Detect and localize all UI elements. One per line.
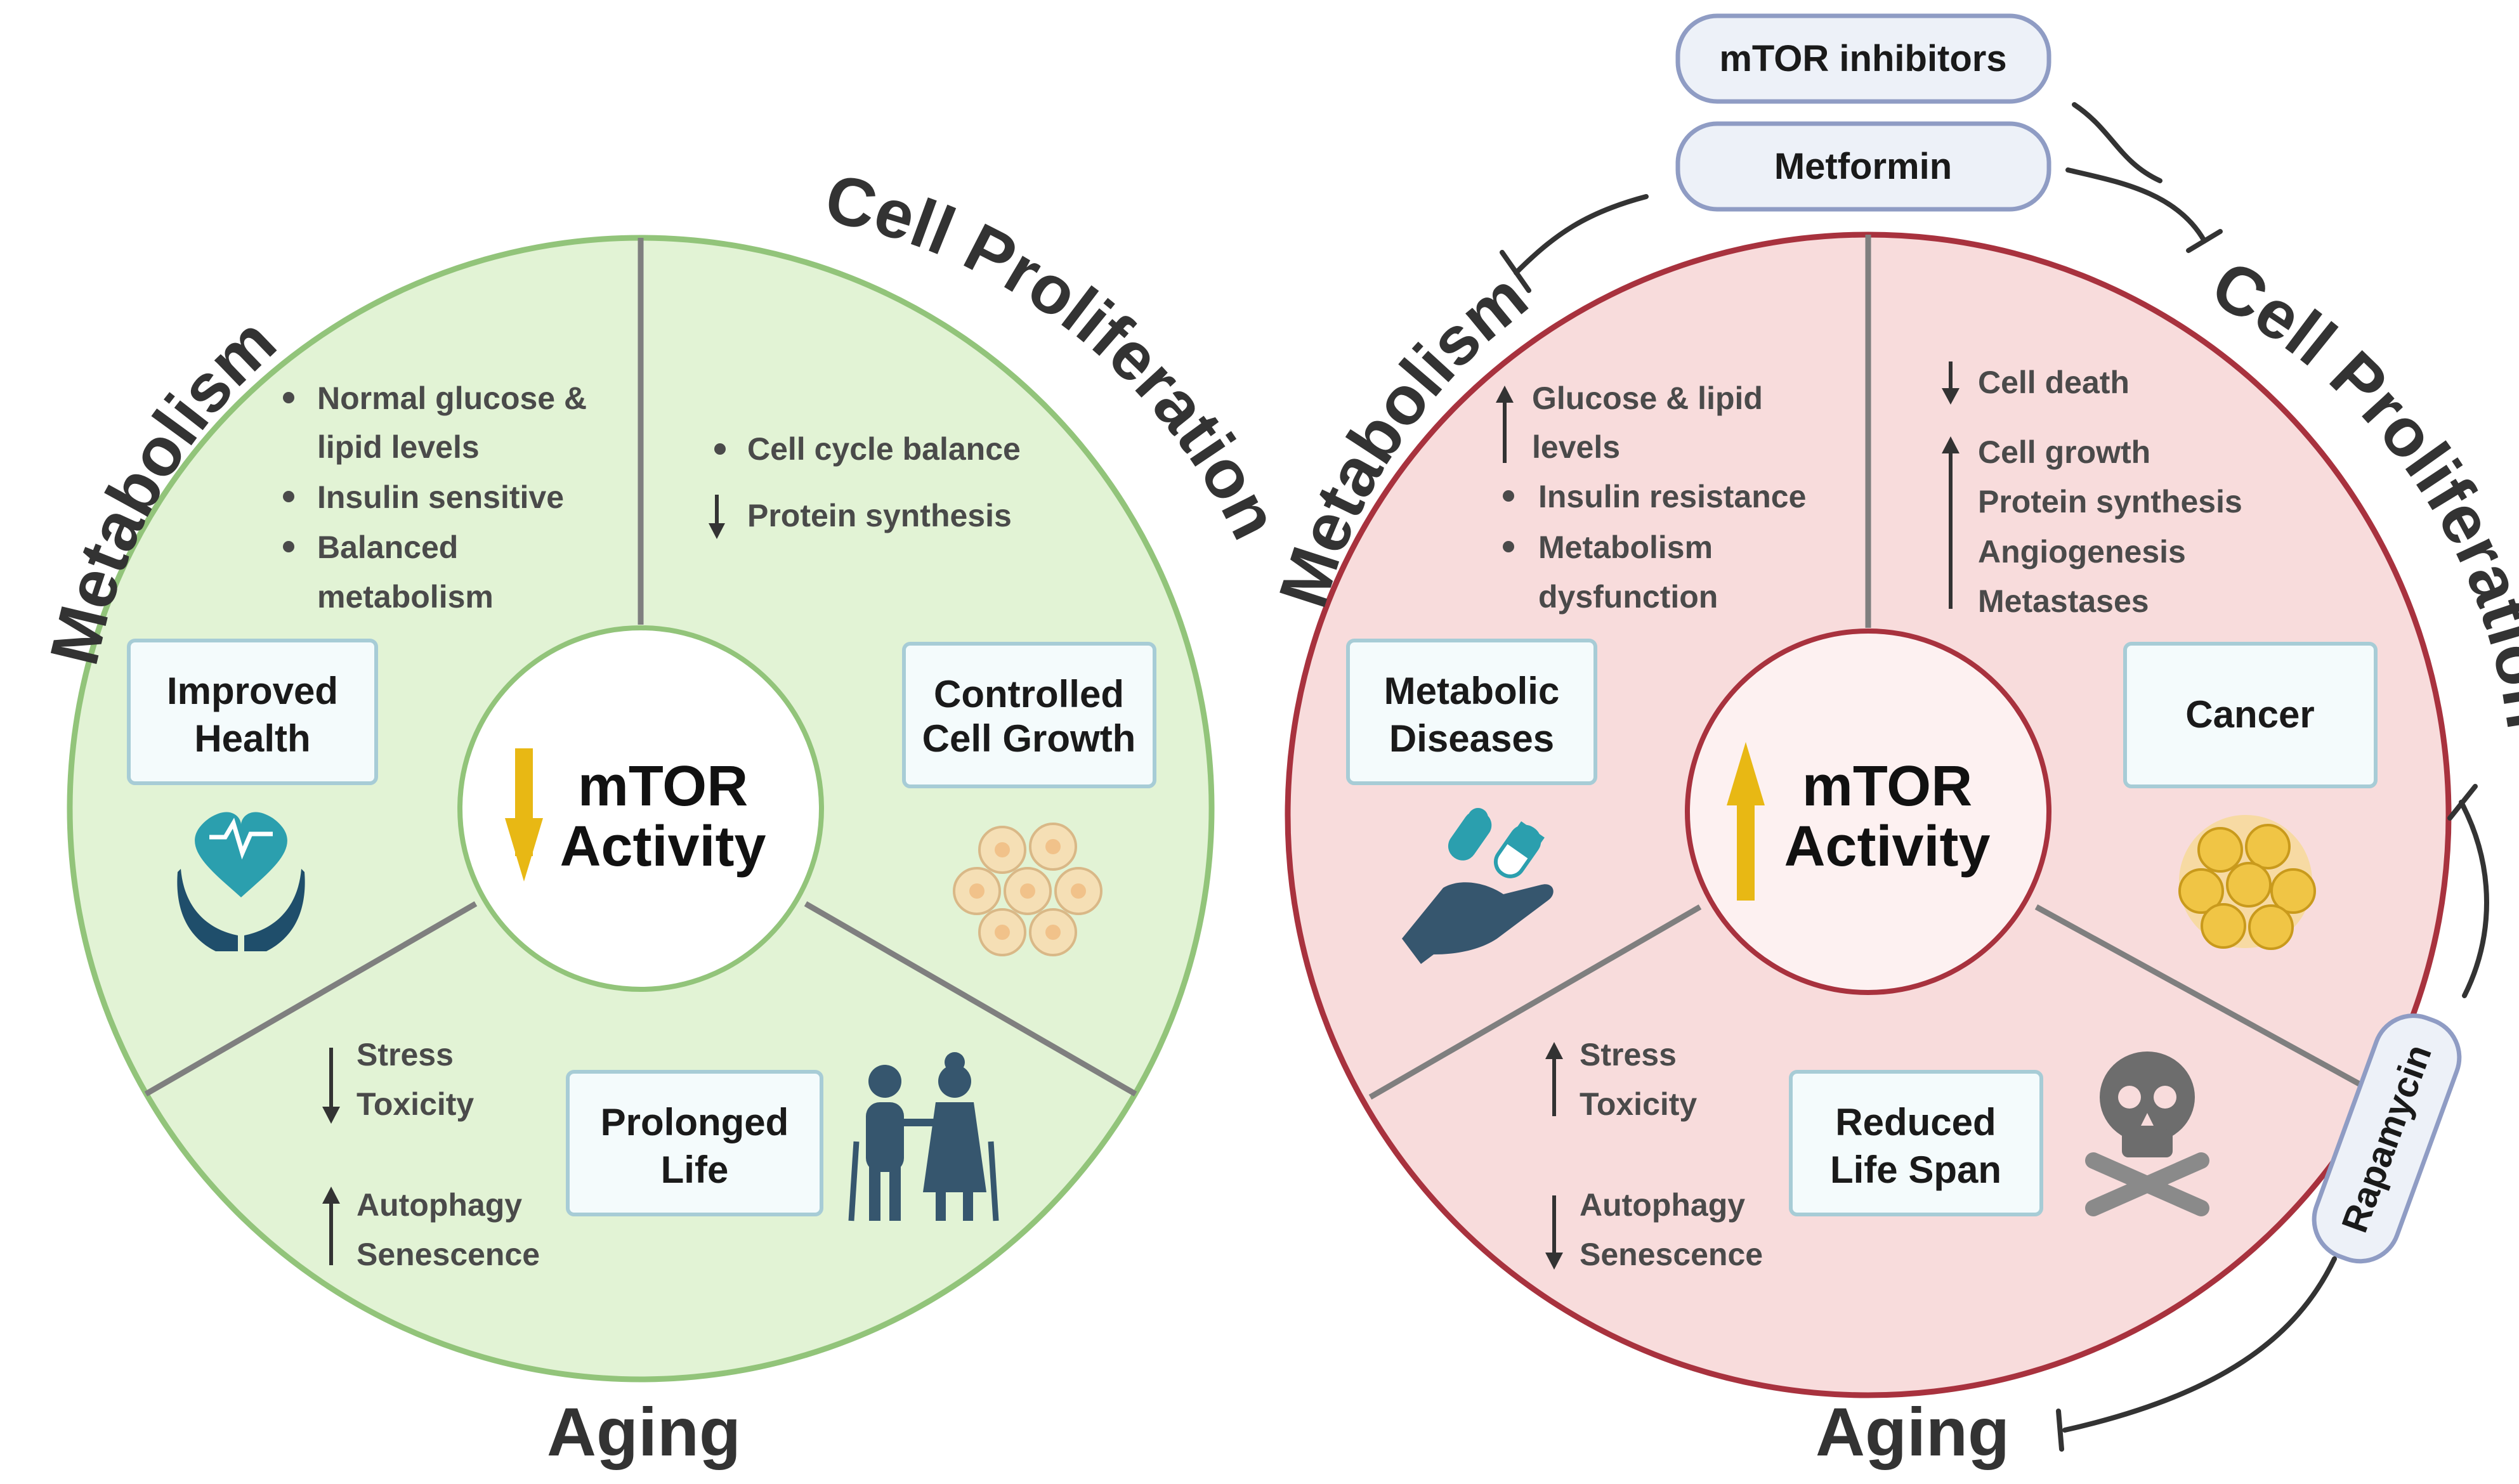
list-item: Toxicity	[357, 1086, 474, 1122]
left-wheel	[67, 235, 1215, 1383]
cell-cluster-icon	[953, 823, 1102, 956]
list-item: Balanced	[317, 530, 458, 565]
svg-text:Diseases: Diseases	[1389, 717, 1554, 760]
down-arrow-icon	[1942, 361, 1960, 405]
left-box-proliferation: Controlled Cell Growth	[902, 642, 1156, 788]
list-item: Angiogenesis	[1978, 534, 2186, 570]
mtor-inhibitors-pill: mTOR inhibitors	[1675, 13, 2051, 104]
up-arrow-icon	[322, 1187, 340, 1265]
svg-text:mTOR inhibitors: mTOR inhibitors	[1719, 38, 2006, 79]
left-proliferation-bullets: Cell cycle balance Protein synthesis	[709, 431, 1021, 539]
right-center: mTOR Activity	[1727, 742, 1991, 901]
svg-text:Metabolic: Metabolic	[1384, 670, 1560, 712]
list-item: Stress	[357, 1037, 454, 1072]
up-arrow-icon	[1942, 436, 1960, 609]
list-item: metabolism	[317, 579, 494, 615]
right-aging-list: Stress Toxicity Autophagy Senescence	[1545, 1037, 1763, 1272]
right-proliferation-list: Cell death Cell growth Protein synthesis…	[1942, 361, 2242, 619]
left-aging-list: Stress Toxicity Autophagy Senescence	[322, 1037, 540, 1272]
center-label-line1: mTOR	[578, 755, 748, 818]
inhibition-lines	[1500, 102, 2489, 1452]
list-item: Senescence	[1580, 1237, 1763, 1272]
list-item: lipid levels	[317, 429, 480, 465]
left-box-aging: Prolonged Life	[566, 1070, 823, 1216]
center-label-line2: Activity	[559, 815, 766, 878]
svg-text:Life: Life	[661, 1149, 729, 1191]
down-arrow-icon	[1545, 1195, 1563, 1270]
list-item: Insulin resistance	[1538, 479, 1806, 514]
list-item: Autophagy	[1580, 1187, 1745, 1223]
down-arrow-yellow-icon	[505, 748, 543, 882]
list-item: Autophagy	[357, 1187, 522, 1223]
svg-text:Health: Health	[194, 717, 310, 760]
list-item: Senescence	[357, 1237, 540, 1272]
svg-text:Prolonged: Prolonged	[601, 1101, 789, 1143]
svg-text:Controlled: Controlled	[934, 673, 1124, 715]
up-arrow-icon	[1545, 1042, 1563, 1116]
svg-text:Cell Growth: Cell Growth	[922, 717, 1136, 760]
list-item: Cell death	[1978, 365, 2130, 400]
list-item: Protein synthesis	[1978, 484, 2242, 519]
list-item: dysfunction	[1538, 579, 1718, 615]
skull-crossbones-icon	[2085, 1051, 2209, 1216]
list-item: Insulin sensitive	[317, 479, 564, 515]
list-item: Stress	[1580, 1037, 1677, 1072]
svg-text:Metformin: Metformin	[1774, 146, 1952, 187]
down-arrow-icon	[322, 1048, 340, 1124]
svg-text:Improved: Improved	[167, 670, 338, 712]
right-metabolism-bullets: Glucose & lipid levels Insulin resistanc…	[1496, 381, 1806, 615]
list-item: Cell growth	[1978, 434, 2150, 470]
list-item: levels	[1532, 429, 1620, 465]
list-item: Glucose & lipid	[1532, 381, 1763, 416]
left-metabolism-bullets: Normal glucose & lipid levels Insulin se…	[283, 381, 587, 615]
list-item: Metastases	[1978, 583, 2149, 619]
elderly-couple-icon	[848, 1052, 999, 1221]
cancer-cell-icon	[2178, 815, 2316, 950]
list-item: Toxicity	[1580, 1086, 1697, 1122]
up-arrow-yellow-icon	[1727, 742, 1765, 901]
down-arrow-icon	[709, 495, 725, 539]
list-item: Metabolism	[1538, 530, 1713, 565]
up-arrow-icon	[1496, 386, 1514, 463]
metformin-pill: Metformin	[1675, 121, 2051, 212]
left-box-metabolism: Improved Health	[127, 639, 378, 785]
center-label-line2: Activity	[1784, 815, 1990, 878]
svg-text:Life Span: Life Span	[1830, 1149, 2001, 1191]
left-center: mTOR Activity	[505, 748, 766, 882]
svg-text:Cancer: Cancer	[2185, 693, 2314, 736]
heart-hands-icon	[177, 812, 305, 951]
list-item: Protein synthesis	[747, 498, 1012, 533]
svg-text:Reduced: Reduced	[1835, 1101, 1996, 1143]
rapamycin-pill: Rapamycin	[2312, 1013, 2462, 1264]
right-box-proliferation: Cancer	[2123, 642, 2378, 788]
list-item: Normal glucose &	[317, 381, 587, 416]
right-box-metabolism: Metabolic Diseases	[1346, 639, 1597, 785]
pill-hand-icon	[1402, 808, 1554, 964]
center-label-line1: mTOR	[1802, 755, 1972, 818]
left-aging-title: Aging	[547, 1393, 741, 1470]
list-item: Cell cycle balance	[747, 431, 1021, 467]
right-aging-title: Aging	[1816, 1393, 2010, 1470]
right-box-aging: Reduced Life Span	[1789, 1070, 2043, 1216]
